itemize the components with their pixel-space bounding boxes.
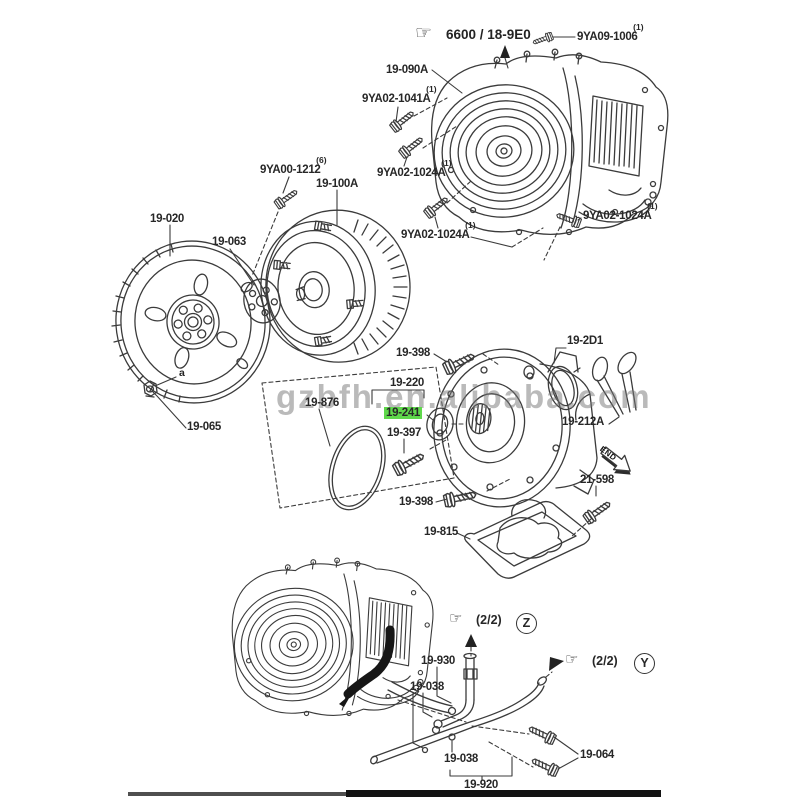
part-label-19-220: 19-220: [390, 377, 425, 389]
part-label-19-2D1: 19-2D1: [567, 335, 603, 347]
part-label-19-920: 19-920: [464, 779, 499, 791]
part-label-19-063: 19-063: [212, 236, 247, 248]
quantity-badge: (1): [426, 84, 437, 94]
part-label-9YA02-1024A: 9YA02-1024A(1): [401, 220, 476, 241]
part-label-21-598: 21-598: [580, 474, 615, 486]
watermark-text: gzbfh.en.alibaba.com: [276, 378, 652, 415]
quantity-badge: (1): [633, 22, 644, 32]
part-label-19-100A: 19-100A: [316, 178, 359, 190]
part-label-9YA02-1041A: 9YA02-1041A(1): [362, 84, 437, 105]
part-label-19-241: 19-241: [384, 407, 423, 419]
quantity-badge: (1): [647, 201, 658, 211]
part-label-19-876: 19-876: [305, 397, 340, 409]
part-label-19-065: 19-065: [187, 421, 222, 433]
part-label-9YA02-1024A: 9YA02-1024A(1): [583, 201, 658, 222]
part-label-19-038: 19-038: [444, 753, 479, 765]
part-label-9YA00-1212: 9YA00-1212(6): [260, 155, 327, 176]
callout-circle-Z: Z: [516, 613, 537, 634]
part-label-19-064: 19-064: [580, 749, 615, 761]
part-label-19-212A: 19-212A: [562, 416, 605, 428]
part-label-9YA02-1024A: 9YA02-1024A(1): [377, 158, 452, 179]
callout-circle-Y: Y: [634, 653, 655, 674]
hand-pointer-icon: ☞: [449, 610, 463, 627]
part-label-9YA09-1006: 9YA09-1006(1): [577, 22, 644, 43]
part-label-19-020: 19-020: [150, 213, 185, 225]
section-view-marker: a: [179, 367, 185, 379]
part-label-19-930: 19-930: [421, 655, 456, 667]
part-label-19-815: 19-815: [424, 526, 459, 538]
part-label-19-397: 19-397: [387, 427, 422, 439]
callout-fraction-Y: (2/2): [592, 654, 618, 668]
callout-fraction-Z: (2/2): [476, 613, 502, 627]
part-label-19-398: 19-398: [396, 347, 431, 359]
part-label-19-090A: 19-090A: [386, 64, 429, 76]
quantity-badge: (1): [465, 220, 476, 230]
hand-pointer-icon: ☞: [565, 651, 579, 668]
bottom-bar-right: [346, 790, 661, 797]
quantity-badge: (1): [441, 158, 452, 168]
quantity-badge: (6): [316, 155, 327, 165]
part-label-19-038: 19-038: [410, 681, 445, 693]
part-label-19-398: 19-398: [399, 496, 434, 508]
reference-label: 6600 / 18-9E0: [446, 27, 531, 42]
bottom-bar-left: [128, 792, 346, 796]
hand-pointer-icon: ☞: [415, 23, 433, 44]
